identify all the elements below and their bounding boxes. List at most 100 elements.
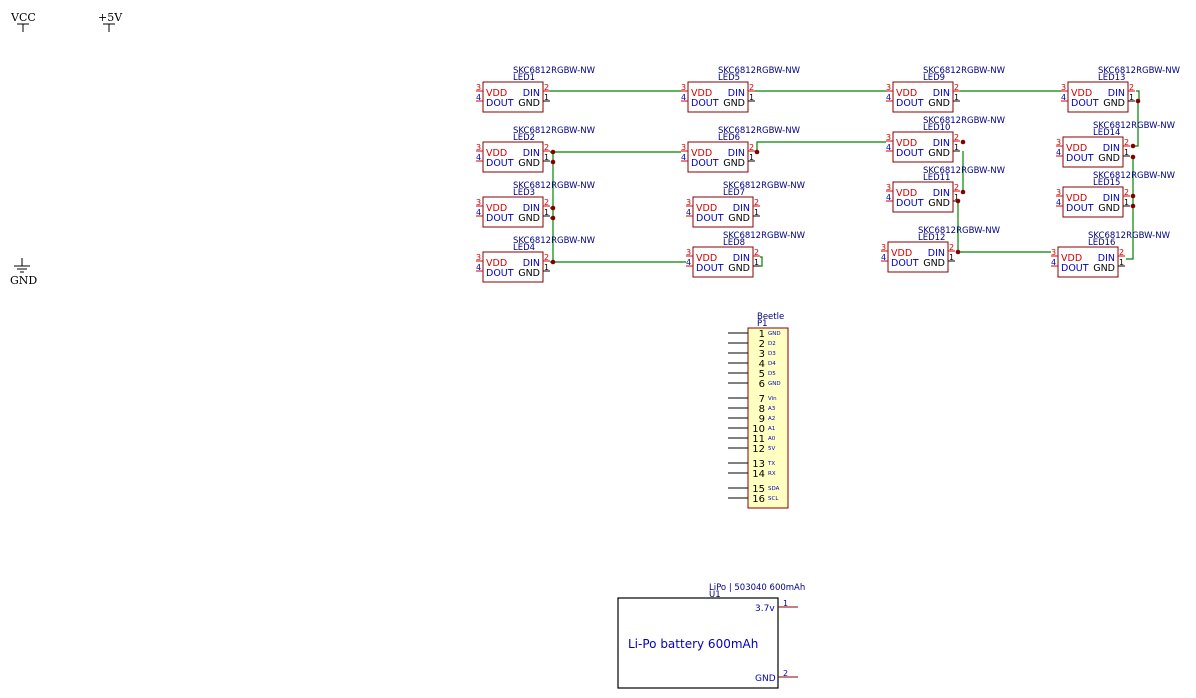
junction-dot [1130, 143, 1136, 149]
led-pin-dout: DOUT [896, 198, 924, 209]
led-pin-dout: DOUT [486, 213, 514, 224]
led-pin-dout: DOUT [1071, 98, 1099, 109]
led-ref-label: LED8 [723, 238, 745, 248]
led-pin-dout: DOUT [1066, 203, 1094, 214]
led-pin-num-din: 2 [754, 248, 759, 257]
connector-ref: P1 [757, 319, 768, 329]
led-ref-label: LED10 [923, 123, 950, 133]
led-pin-num-dout: 4 [476, 153, 481, 162]
led-pin-vdd: VDD [691, 88, 712, 99]
led-pin-gnd: GND [923, 258, 945, 269]
led-pin-dout: DOUT [1066, 153, 1094, 164]
led-pin-din: DIN [1103, 143, 1120, 154]
led-pin-num-vdd: 3 [886, 83, 891, 92]
led-ref-label: LED5 [718, 73, 740, 83]
led-part-label: SKC6812RGBW-NW [513, 126, 596, 136]
led-pin-din: DIN [928, 248, 945, 259]
connector-pin-num: 11 [752, 434, 765, 445]
led-part-label: SKC6812RGBW-NW [923, 116, 1006, 126]
gnd-label: GND [10, 274, 37, 287]
connector-pin-label: D5 [768, 371, 776, 377]
led-part-label: SKC6812RGBW-NW [718, 66, 801, 76]
led-ref-label: LED15 [1093, 178, 1120, 188]
wire [760, 256, 763, 267]
led-pin-num-vdd: 3 [1056, 138, 1061, 147]
led-pin-gnd: GND [1098, 153, 1120, 164]
junction-dot [960, 189, 966, 195]
junction-dot [550, 205, 556, 211]
led-pin-num-vdd: 3 [886, 133, 891, 142]
led-pin-num-vdd: 3 [686, 248, 691, 257]
led-pin-din: DIN [933, 88, 950, 99]
led-ref-label: LED4 [513, 243, 535, 253]
led-pin-num-gnd: 1 [749, 93, 754, 102]
led-ref-label: LED1 [513, 73, 535, 83]
led-pin-vdd: VDD [1061, 253, 1082, 264]
led-pin-num-vdd: 3 [476, 253, 481, 262]
connector-pin-label: GND [768, 331, 781, 337]
led-pin-gnd: GND [518, 158, 540, 169]
led-pin-num-dout: 4 [686, 208, 691, 217]
connector-name: Beetle [757, 312, 784, 322]
wire [755, 141, 886, 153]
led-pin-num-dout: 4 [686, 258, 691, 267]
led-pin-gnd: GND [928, 148, 950, 159]
connector-pin-num: 1 [759, 329, 765, 340]
led-pin-num-dout: 4 [476, 93, 481, 102]
led-pin-vdd: VDD [486, 88, 507, 99]
connector-pin-label: 5V [768, 446, 775, 452]
led-pin-din: DIN [1098, 253, 1115, 264]
led-pin-num-din: 2 [1119, 248, 1124, 257]
connector-pin-label: A3 [768, 406, 776, 412]
led-pin-num-dout: 4 [476, 263, 481, 272]
junction-dot [955, 198, 961, 204]
led-pin-num-din: 2 [1124, 138, 1129, 147]
led-part-label: SKC6812RGBW-NW [723, 231, 806, 241]
led-pin-num-din: 2 [544, 198, 549, 207]
led-part-label: SKC6812RGBW-NW [1093, 171, 1176, 181]
junction-dot [550, 159, 556, 165]
led-ref-label: LED6 [718, 133, 740, 143]
led-ref-label: LED3 [513, 188, 535, 198]
led-ref-label: LED7 [723, 188, 745, 198]
led-pin-dout: DOUT [486, 268, 514, 279]
led-pin-dout: DOUT [896, 148, 924, 159]
battery-component: LiPo | 503040 600mAh U1 Li-Po battery 60… [617, 583, 805, 689]
led-part-label: SKC6812RGBW-NW [923, 66, 1006, 76]
led-pin-din: DIN [523, 88, 540, 99]
led-pin-num-vdd: 3 [681, 83, 686, 92]
led-pin-num-vdd: 3 [476, 83, 481, 92]
led-pin-num-din: 2 [1129, 83, 1134, 92]
battery-pin2-num: 2 [783, 669, 788, 678]
led-pin-num-gnd: 1 [954, 193, 959, 202]
led-pin-din: DIN [733, 253, 750, 264]
connector-pin-label: A0 [768, 436, 776, 442]
led-pin-gnd: GND [728, 263, 750, 274]
led-pin-vdd: VDD [891, 248, 912, 259]
led-part-label: SKC6812RGBW-NW [513, 236, 596, 246]
connector-pin-label: RX [768, 471, 776, 477]
connector-pin-label: SDA [768, 486, 780, 492]
junction-dot [1130, 203, 1136, 209]
wire [1126, 157, 1134, 260]
led-pin-num-gnd: 1 [754, 208, 759, 217]
battery-pin1-num: 1 [783, 599, 788, 608]
led-pin-gnd: GND [518, 213, 540, 224]
led-pin-din: DIN [733, 203, 750, 214]
led-pin-num-din: 2 [954, 83, 959, 92]
led-part-label: SKC6812RGBW-NW [723, 181, 806, 191]
led-pin-num-dout: 4 [881, 253, 886, 262]
junction-dot [955, 249, 961, 255]
led-ref-label: LED11 [923, 173, 950, 183]
